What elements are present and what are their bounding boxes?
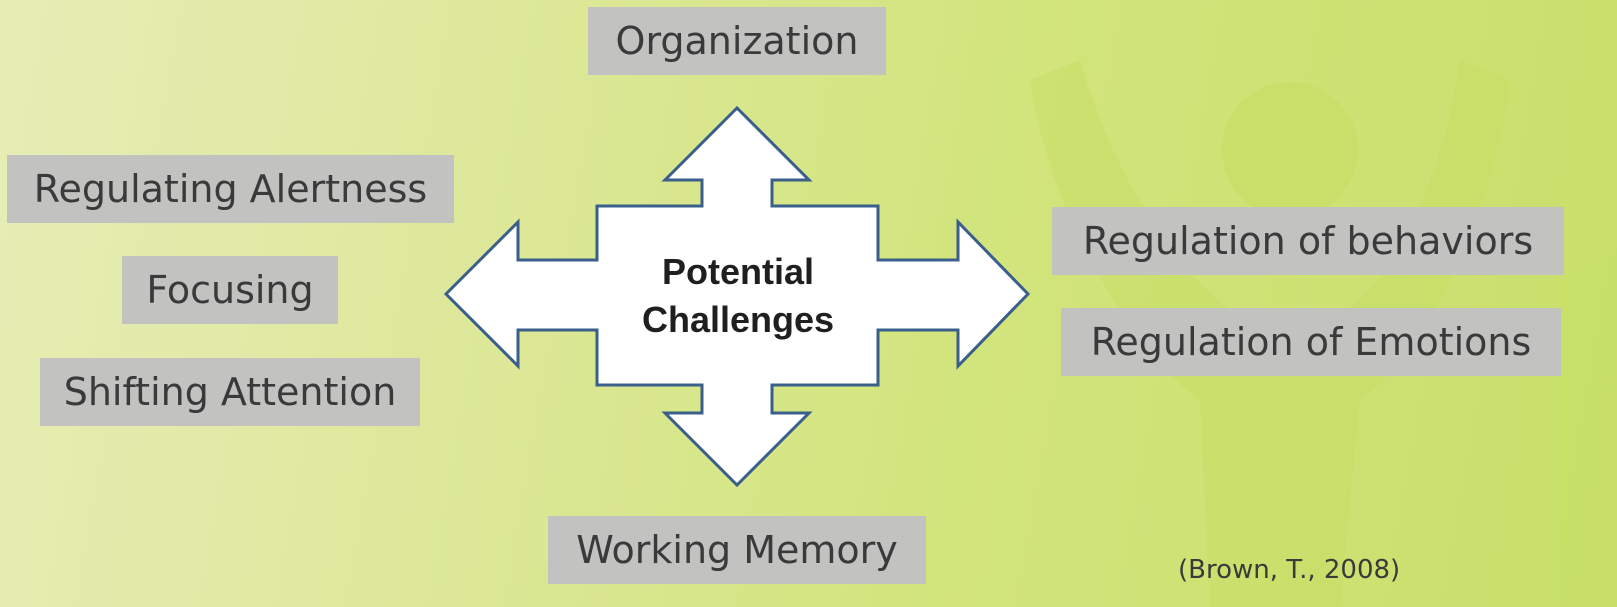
center-label-line2: Challenges (641, 299, 835, 340)
four-way-arrow-shape (443, 105, 1031, 488)
regulation-of-emotions-label: Regulation of Emotions (1061, 308, 1561, 376)
working-memory-label: Working Memory (548, 516, 926, 584)
organization-label: Organization (588, 7, 886, 75)
focusing-label: Focusing (122, 256, 338, 324)
center-label: Potential Challenges (598, 248, 878, 344)
citation: (Brown, T., 2008) (1178, 555, 1401, 585)
regulating-alertness-label: Regulating Alertness (7, 155, 454, 223)
center-label-line1: Potential (661, 251, 814, 292)
shifting-attention-label: Shifting Attention (40, 358, 420, 426)
regulation-of-behaviors-label: Regulation of behaviors (1052, 207, 1564, 275)
